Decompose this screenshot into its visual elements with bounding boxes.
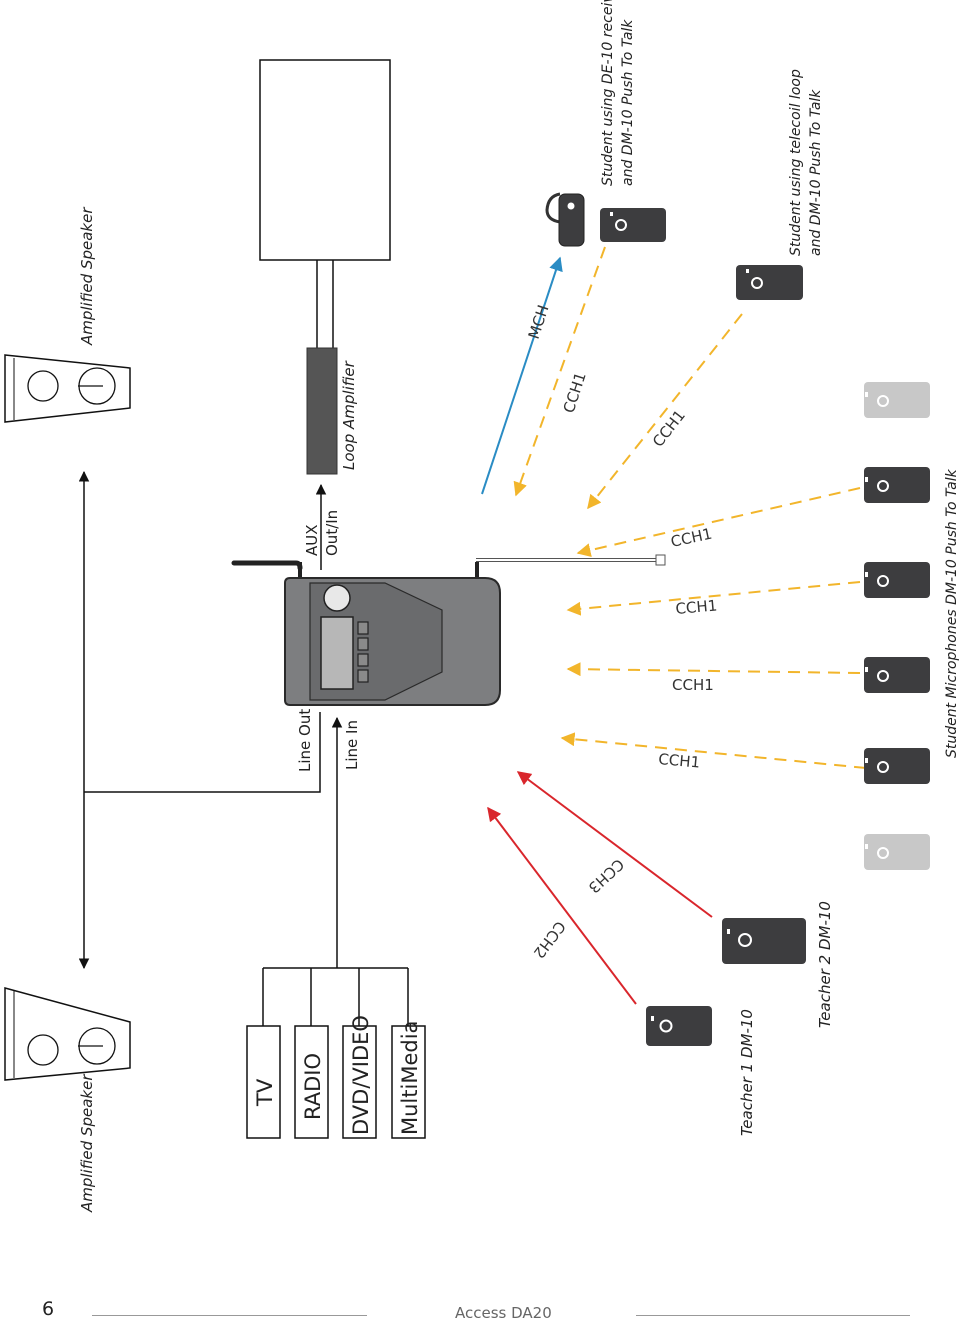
- cch2-arrow: [487, 806, 637, 1005]
- teacher-1-label: Teacher 1 DM-10: [738, 1009, 756, 1136]
- footer-rule-left: [92, 1315, 367, 1316]
- cch1-label-4: CCH1: [675, 596, 718, 618]
- cch1-arrow-mic-4: [560, 732, 867, 769]
- teacher-2-label: Teacher 2 DM-10: [816, 901, 834, 1028]
- footer-title: Access DA20: [455, 1304, 552, 1322]
- student-mic-3: [864, 657, 930, 693]
- speaker-top-label: Amplified Speaker: [78, 207, 96, 346]
- page-number: 6: [42, 1298, 55, 1320]
- student-receiver-text-2: and DM-10 Push To Talk: [620, 19, 636, 186]
- student-mic-light-top: [864, 382, 930, 418]
- source-multimedia: MultiMedia: [391, 1021, 426, 1139]
- speaker-bottom: [4, 987, 131, 1081]
- loop-panel: [259, 59, 391, 261]
- teacher-2-mic: [722, 918, 806, 964]
- classroom-system-diagram: Amplified Speaker Amplified Speaker Loop…: [4, 0, 960, 1213]
- cch1-label-5: CCH1: [672, 676, 714, 694]
- student-mic-light-bottom: [864, 834, 930, 870]
- cch1-arrow-loop-student: [587, 313, 743, 510]
- aux-out-in-label: Out/In: [323, 510, 341, 556]
- mch-arrow: [481, 256, 563, 495]
- source-radio-label: RADIO: [301, 1053, 325, 1120]
- student-dm10-receiver-user: [600, 208, 666, 242]
- speaker-bottom-label: Amplified Speaker: [78, 1074, 96, 1213]
- cch3-arrow: [516, 771, 713, 918]
- cch1-label-1: CCH1: [560, 370, 590, 415]
- source-radio: RADIO: [294, 1025, 329, 1139]
- source-dvd-video: DVD/VIDEO: [342, 1015, 377, 1139]
- line-out-wire: [84, 712, 321, 793]
- footer-rule-right: [636, 1315, 910, 1316]
- line-out-label: Line Out: [296, 709, 314, 772]
- speaker-top: [4, 354, 131, 423]
- student-mics-label: Student Microphones DM-10 Push To Talk: [944, 468, 960, 758]
- source-multimedia-label: MultiMedia: [398, 1021, 422, 1135]
- cch1-label-6: CCH1: [658, 750, 701, 772]
- cch1-arrow-mic-1: [576, 487, 861, 557]
- source-bus: [262, 967, 409, 1026]
- source-tv-label: TV: [253, 1078, 277, 1107]
- source-dvd-video-label: DVD/VIDEO: [349, 1015, 373, 1135]
- line-in-label: Line In: [343, 720, 361, 770]
- cch2-label: CCH2: [530, 918, 570, 962]
- loop-amplifier-box: [306, 347, 338, 475]
- mch-label: MCH: [525, 303, 553, 342]
- receiver-unit: [231, 554, 666, 706]
- loop-amplifier-label: Loop Amplifier: [340, 360, 358, 470]
- student-dm10-loop-user: [736, 265, 803, 300]
- student-mic-2: [864, 562, 930, 598]
- teacher-1-mic: [646, 1006, 712, 1046]
- student-mic-1: [864, 467, 930, 503]
- student-receiver-text-1: Student using DE-10 receiver: [600, 0, 616, 186]
- student-loop-text-2: and DM-10 Push To Talk: [808, 89, 824, 256]
- source-tv: TV: [246, 1025, 281, 1139]
- aux-label: AUX: [303, 524, 321, 556]
- cch1-arrow-receiver-student: [513, 246, 606, 497]
- cch1-arrow-mic-3: [566, 662, 861, 677]
- cch1-label-3: CCH1: [669, 525, 714, 551]
- earpiece-icon: [545, 192, 585, 247]
- student-mic-4: [864, 748, 930, 784]
- cch1-arrow-mic-2: [566, 581, 861, 616]
- cch1-label-2: CCH1: [649, 406, 689, 450]
- student-loop-text-1: Student using telecoil loop: [788, 69, 804, 256]
- cch3-label: CCH3: [585, 855, 628, 897]
